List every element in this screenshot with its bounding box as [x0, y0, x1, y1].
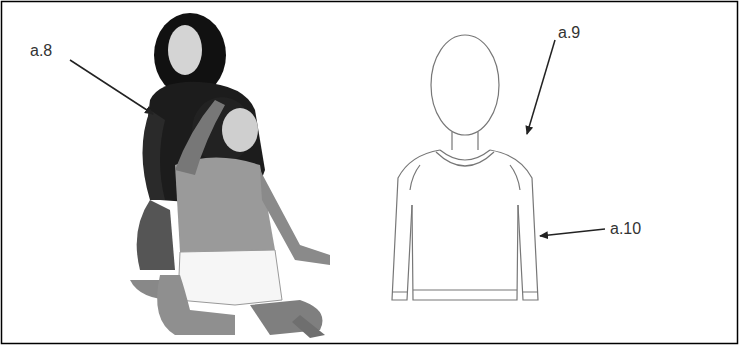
leader-arrow [70, 60, 153, 114]
leader-arrow [540, 229, 605, 236]
callout-number: a.9 [558, 24, 580, 42]
callout-number: a.8 [30, 42, 52, 60]
leader-arrow [527, 40, 555, 134]
photo-people [130, 13, 330, 338]
garment-drawing [392, 35, 538, 300]
callout-number: a.10 [610, 220, 641, 238]
